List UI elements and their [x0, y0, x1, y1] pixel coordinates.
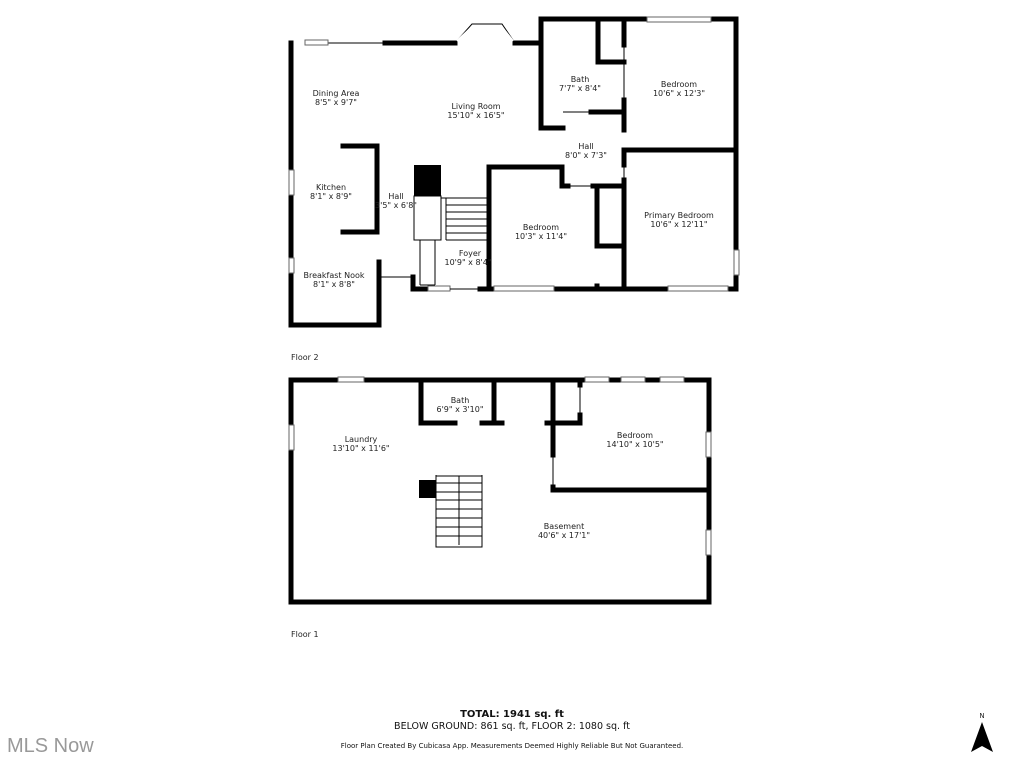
room-size: 8'1" x 8'9" [310, 192, 352, 201]
stairs [419, 197, 489, 286]
room-name: Hall [388, 192, 403, 201]
room-size: 40'6" x 17'1" [538, 531, 590, 540]
room-name: Foyer [459, 249, 482, 258]
compass-label: N [979, 712, 984, 720]
room-name: Living Room [451, 102, 500, 111]
room-name: Bath [571, 75, 590, 84]
room-name: Primary Bedroom [644, 211, 714, 220]
room-size: 3'5" x 6'8" [375, 201, 417, 210]
room-size: 15'10" x 16'5" [447, 111, 504, 120]
room-name: Basement [544, 522, 584, 531]
north-arrow-icon [971, 722, 993, 752]
room-size: 8'0" x 7'3" [565, 151, 607, 160]
room-name: Kitchen [316, 183, 346, 192]
room-name: Dining Area [313, 89, 360, 98]
room-size: 10'3" x 11'4" [515, 232, 567, 241]
disclaimer: Floor Plan Created By Cubicasa App. Meas… [340, 742, 684, 750]
floor-label: Floor 2 [291, 353, 319, 362]
room-size: 10'6" x 12'11" [650, 220, 707, 229]
floor-1-walls [288, 376, 712, 605]
room-name: Bedroom [661, 80, 697, 89]
room-size: 10'9" x 8'4" [444, 258, 491, 267]
mls-now-logo: MLS Now [7, 735, 94, 757]
floor-1-room-labels: Bath 6'9" x 3'10" Laundry 13'10" x 11'6"… [332, 396, 663, 540]
room-name: Bath [451, 396, 470, 405]
area-breakdown: BELOW GROUND: 861 sq. ft, FLOOR 2: 1080 … [394, 721, 630, 732]
room-name: Bedroom [617, 431, 653, 440]
floor-2-walls [288, 16, 740, 328]
stairs [435, 475, 483, 548]
room-size: 10'6" x 12'3" [653, 89, 705, 98]
room-name: Laundry [345, 435, 378, 444]
floor-label: Floor 1 [291, 630, 319, 639]
room-name: Hall [578, 142, 593, 151]
room-name: Bedroom [523, 223, 559, 232]
room-size: 13'10" x 11'6" [332, 444, 389, 453]
room-name: Breakfast Nook [303, 271, 364, 280]
room-size: 7'7" x 8'4" [559, 84, 601, 93]
floor-2-room-labels: Dining Area 8'5" x 9'7" Living Room 15'1… [303, 75, 714, 289]
room-size: 8'5" x 9'7" [315, 98, 357, 107]
room-size: 14'10" x 10'5" [606, 440, 663, 449]
room-size: 6'9" x 3'10" [436, 405, 483, 414]
total-area: TOTAL: 1941 sq. ft [460, 709, 564, 720]
room-size: 8'1" x 8'8" [313, 280, 355, 289]
